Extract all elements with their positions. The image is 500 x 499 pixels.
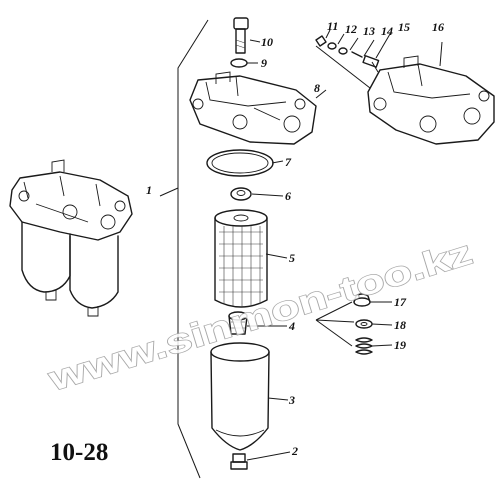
- figure-number: 10-28: [50, 439, 108, 466]
- callout-18: 18: [394, 318, 406, 332]
- part-8-filter-head: [189, 71, 317, 145]
- callout-5: 5: [289, 251, 295, 265]
- part-7-seal-ring: [206, 149, 274, 177]
- callout-1: 1: [146, 183, 152, 197]
- callout-7: 7: [285, 155, 292, 169]
- part-4-valve: [228, 311, 248, 335]
- parts-17-19-bracket: [315, 301, 355, 347]
- part-16-head: [367, 55, 495, 145]
- callout-13: 13: [363, 24, 375, 38]
- callout-16: 16: [432, 20, 444, 34]
- callout-leaders: [246, 29, 443, 461]
- callout-10: 10: [261, 35, 273, 49]
- part-16-group-leader: [315, 45, 379, 89]
- part-18-washer: [355, 319, 373, 329]
- callout-12: 12: [345, 22, 357, 36]
- part-19-spring: [355, 337, 373, 355]
- callout-9: 9: [261, 56, 267, 70]
- callout-19: 19: [394, 338, 406, 352]
- callout-15: 15: [398, 20, 410, 34]
- callout-2: 2: [291, 444, 298, 458]
- part-1-bracket: [159, 19, 209, 479]
- callout-11: 11: [327, 19, 338, 33]
- callout-6: 6: [285, 189, 291, 203]
- part-3-bowl: [210, 342, 270, 451]
- part-5-filter-element: [214, 209, 268, 308]
- part-10-bolt: [233, 17, 249, 54]
- part-6-gasket: [230, 187, 252, 201]
- part-9-washer: [230, 58, 248, 68]
- callout-labels: 1 2 3 4 5 6 7 8 9 10 11 12 13 14 15 16 1…: [146, 19, 444, 458]
- callout-14: 14: [381, 24, 393, 38]
- part-1-filter-assembly: [9, 159, 133, 317]
- callout-8: 8: [314, 81, 320, 95]
- callout-3: 3: [288, 393, 295, 407]
- part-2-drain-plug: [230, 453, 248, 470]
- callout-17: 17: [394, 295, 407, 309]
- parts-11-15-small-parts: [315, 35, 380, 68]
- callout-4: 4: [288, 319, 295, 333]
